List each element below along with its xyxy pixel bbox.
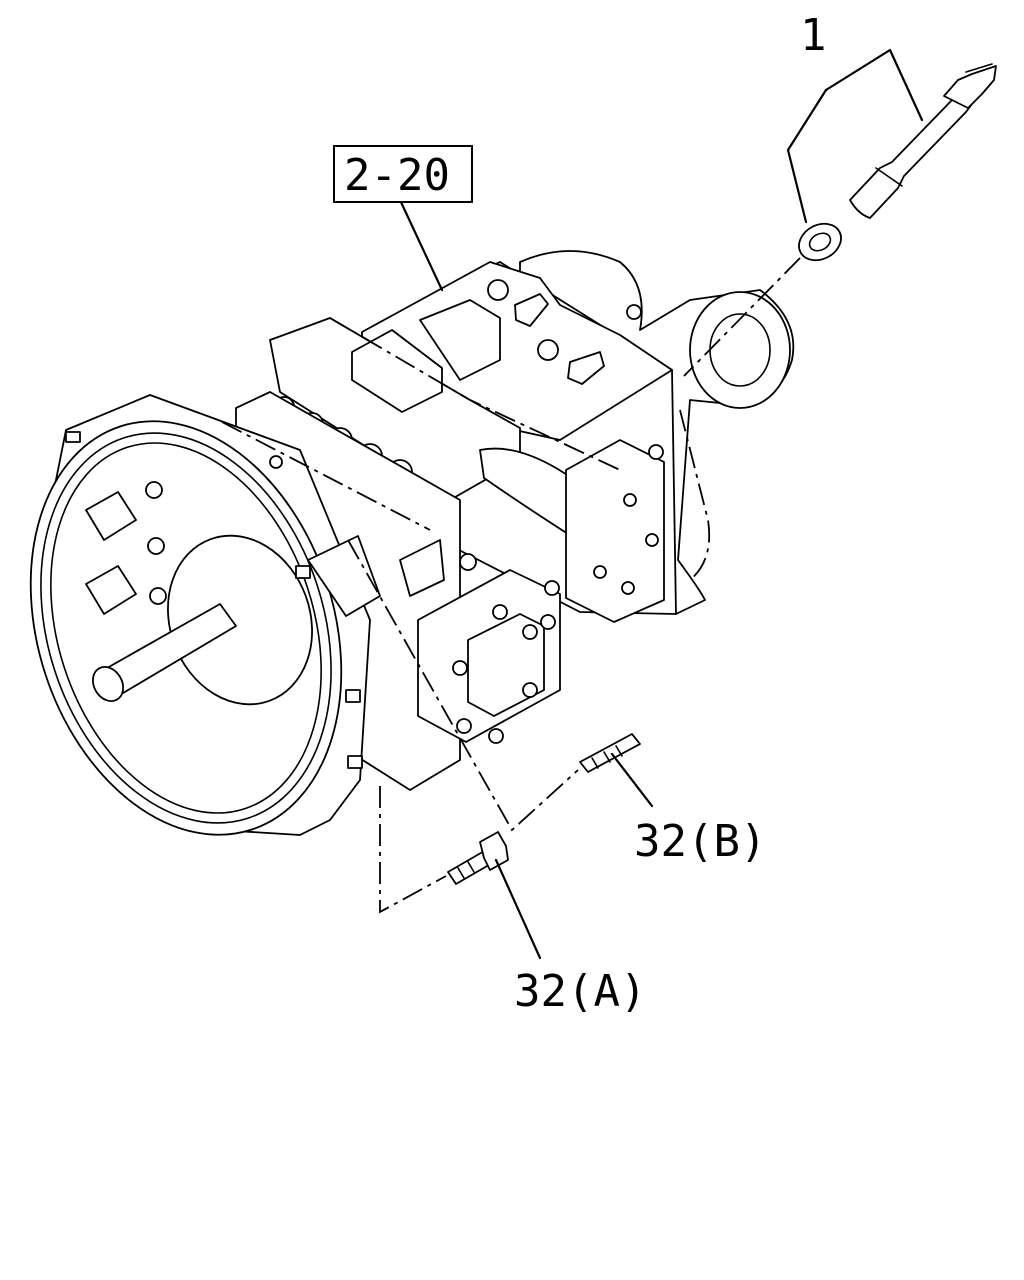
bell-housing [29, 394, 381, 836]
callout-label-2-20: 2-20 [344, 150, 450, 201]
leader-lines [398, 48, 924, 960]
stud-part [579, 733, 641, 773]
callout-32b: 32(B) [634, 816, 766, 867]
callout-label-32a: 32(A) [514, 966, 646, 1017]
callout-1: 1 [800, 10, 827, 61]
callout-2-20: 2-20 [333, 145, 473, 203]
callout-box [333, 145, 473, 203]
callout-label-1: 1 [800, 10, 827, 61]
callout-label-32b: 32(B) [634, 816, 766, 867]
bolt-part [447, 831, 509, 885]
callout-32a: 32(A) [514, 966, 646, 1017]
speed-sensor-part [798, 63, 997, 262]
alignment-lines [221, 257, 801, 914]
transmission-assembly [29, 250, 795, 836]
